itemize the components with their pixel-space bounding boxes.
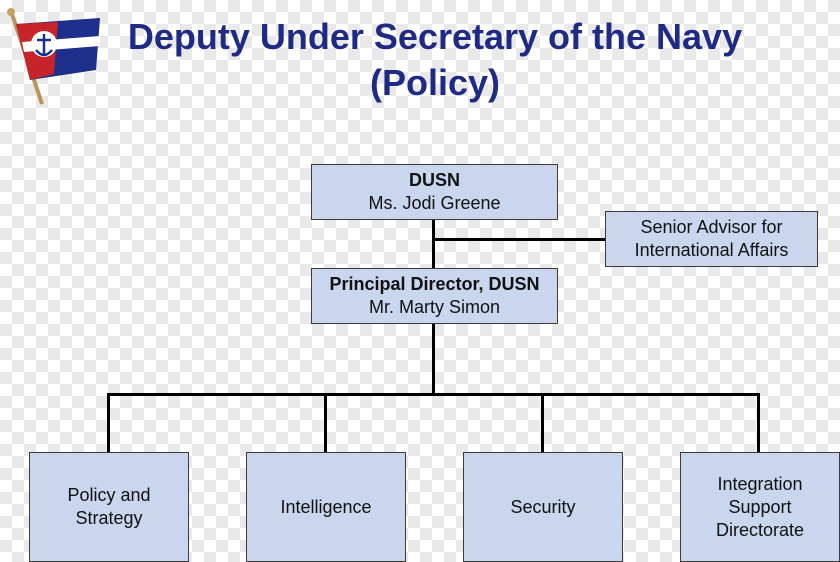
dusn-name: Ms. Jodi Greene [368, 193, 501, 213]
division-security: Security [463, 452, 623, 562]
principal-director-title: Principal Director, DUSN [329, 274, 540, 294]
division-label-line: Policy and [67, 485, 151, 505]
title-line-2: (Policy) [369, 62, 501, 103]
division-intelligence: Intelligence [246, 452, 406, 562]
division-policy-strategy: Policy and Strategy [29, 452, 189, 562]
connector-drop-security [541, 393, 544, 453]
connector-principal-down [432, 323, 435, 395]
principal-director-box: Principal Director, DUSN Mr. Marty Simon [311, 268, 558, 324]
page-title: Deputy Under Secretary of the Navy (Poli… [95, 14, 775, 106]
dusn-title: DUSN [408, 170, 460, 190]
division-label-line: Intelligence [280, 496, 372, 517]
connector-drop-intelligence [324, 393, 327, 453]
connector-dusn-principal [432, 219, 435, 269]
division-label-line: Support [728, 496, 792, 517]
division-integration-support: Integration Support Directorate [680, 452, 840, 562]
connector-drop-policy [107, 393, 110, 453]
senior-advisor-box: Senior Advisor for International Affairs [605, 211, 818, 267]
senior-advisor-line-2: International Affairs [634, 240, 789, 260]
dusn-box: DUSN Ms. Jodi Greene [311, 164, 558, 220]
connector-horizontal-bus [107, 393, 760, 396]
division-label-line: Strategy [75, 508, 143, 528]
title-line-1: Deputy Under Secretary of the Navy [127, 16, 743, 57]
senior-advisor-line-1: Senior Advisor for [640, 217, 783, 237]
division-label-line: Integration [717, 473, 803, 494]
division-label-line: Security [510, 496, 576, 517]
principal-director-name: Mr. Marty Simon [368, 297, 501, 317]
navy-pennant-flag-icon [7, 8, 100, 105]
connector-drop-integration [757, 393, 760, 453]
division-label-line: Directorate [715, 519, 805, 540]
connector-advisor [433, 238, 606, 241]
